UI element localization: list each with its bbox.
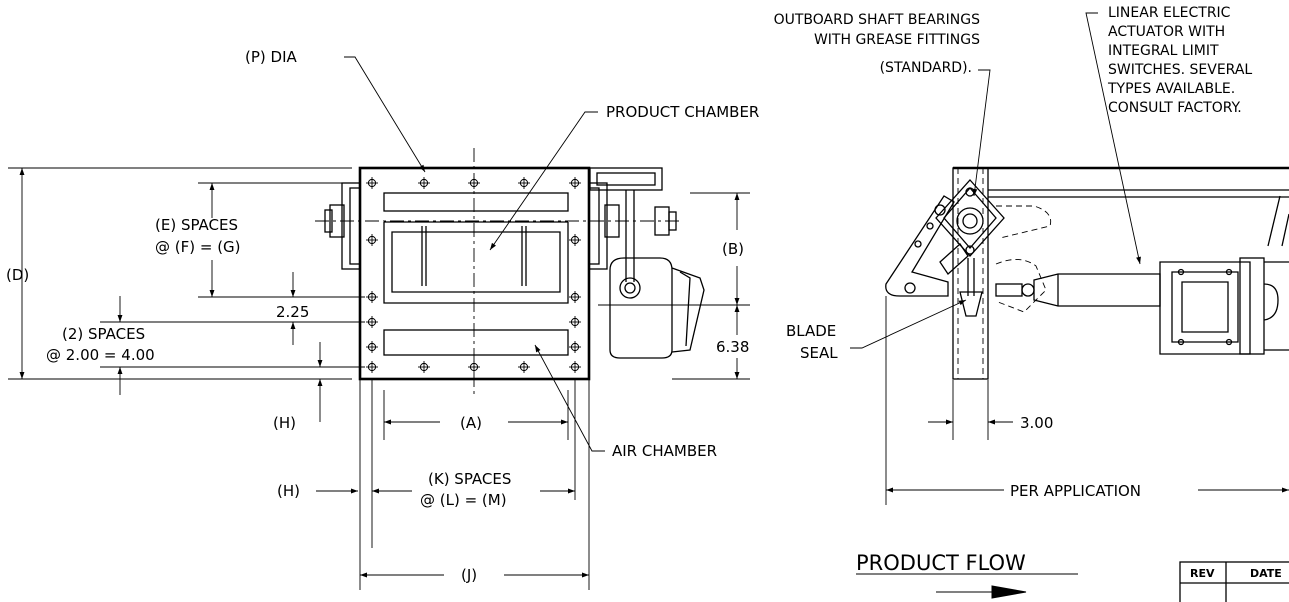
revision-table: REV DATE [1179,561,1289,602]
dim-6-38: 6.38 [716,338,749,356]
bearings-note-line2: WITH GREASE FITTINGS [814,32,980,48]
air-chamber-label: AIR CHAMBER [612,442,717,460]
dim-3-00: 3.00 [1020,414,1053,432]
left-bearing [324,182,361,270]
two-spaces-label: (2) SPACES [62,325,145,343]
product-flow-label: PRODUCT FLOW [856,551,1026,575]
two-spaces-value: @ 2.00 = 4.00 [46,346,155,364]
dim-2-25: 2.25 [276,303,309,321]
e-spaces-label: (E) SPACES [155,216,238,234]
actuator-note-line6: CONSULT FACTORY. [1108,100,1242,116]
valve-housing [358,166,591,381]
rev-header: REV [1190,567,1215,580]
date-header: DATE [1250,567,1282,580]
p-dia-label: (P) DIA [245,48,297,66]
d-dimension-label: (D) [6,266,29,284]
per-application-label: PER APPLICATION [1010,482,1141,500]
blade-seal-label-line1: BLADE [786,322,836,340]
right-actuator-assembly [588,167,705,359]
h-dimension-label-lower: (H) [277,482,300,500]
blade-seal [959,291,983,317]
top-blade-bar [383,192,569,212]
blade-seal-label-line2: SEAL [800,344,838,362]
product-chamber [383,221,569,304]
actuator-note-line2: ACTUATOR WITH [1108,24,1225,40]
outboard-bearing [935,179,1005,257]
product-flow-arrow [936,585,1027,599]
air-chamber [383,329,569,356]
crank-lever [885,195,955,297]
h-dimension-label-upper: (H) [273,414,296,432]
bearings-note-line3: (STANDARD). [880,60,972,76]
a-dimension-label: (A) [460,414,482,432]
actuator-note-line4: SWITCHES. SEVERAL [1108,62,1252,78]
side-view: OUTBOARD SHAFT BEARINGS WITH GREASE FITT… [774,5,1289,599]
bolt-holes [365,176,582,374]
linear-actuator [995,195,1289,355]
k-spaces-value: @ (L) = (M) [420,491,507,509]
bearings-note-line1: OUTBOARD SHAFT BEARINGS [774,12,980,28]
actuator-note-line1: LINEAR ELECTRIC [1108,5,1231,21]
e-spaces-value: @ (F) = (G) [155,238,241,256]
actuator-note-line3: INTEGRAL LIMIT [1108,43,1219,59]
actuator-note-line5: TYPES AVAILABLE. [1107,81,1235,97]
b-dimension-label: (B) [722,240,744,258]
j-dimension-label: (J) [461,566,477,584]
front-view: (P) DIA PRODUCT CHAMBER (E) SPACES @ (F)… [6,48,759,590]
k-spaces-label: (K) SPACES [428,470,511,488]
product-chamber-label: PRODUCT CHAMBER [606,103,759,121]
